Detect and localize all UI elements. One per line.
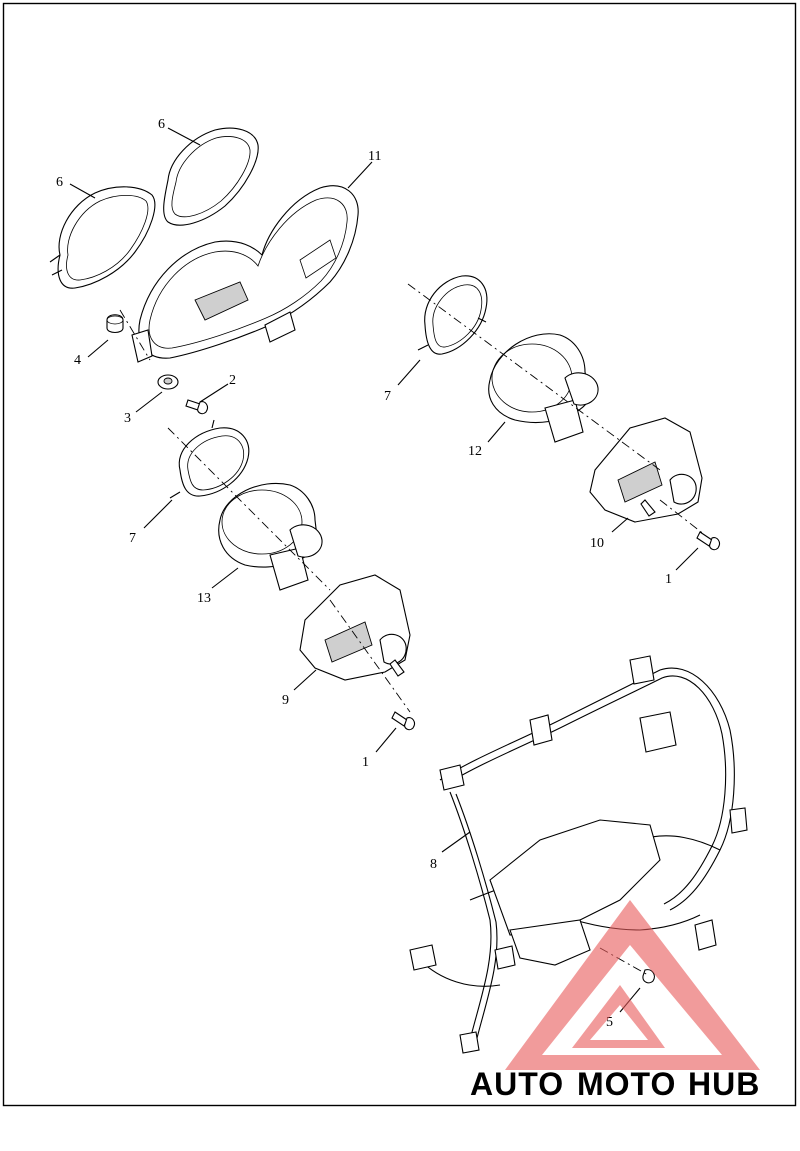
part-6-lens-right (163, 127, 259, 226)
watermark-text-moto: MOTO (577, 1066, 676, 1102)
alignment-lines (119, 283, 706, 976)
part-2-screw (185, 399, 208, 415)
callout-13: 13 (197, 591, 211, 606)
callout-5: 5 (606, 1015, 613, 1030)
callout-10: 10 (590, 536, 604, 551)
callout-8: 8 (430, 857, 437, 872)
watermark-text-hub: HUB (688, 1066, 760, 1102)
part-1-screw-left (391, 711, 415, 731)
callout-12: 12 (468, 444, 482, 459)
part-13-gauge (218, 483, 323, 591)
watermark-triangle-inner (572, 985, 665, 1048)
callout-9: 9 (282, 693, 289, 708)
watermark-text-auto: AUTO (470, 1066, 564, 1102)
callout-2: 2 (229, 373, 236, 388)
part-7-gasket-right (417, 275, 488, 355)
callout-3: 3 (124, 411, 131, 426)
part-10-housing (589, 417, 703, 523)
leader-lines (69, 127, 699, 1013)
diagram-border (2, 2, 797, 1107)
callout-labels: 6 6 11 4 2 3 7 13 9 1 7 12 10 1 8 5 (56, 117, 672, 1030)
part-1-screw-right (696, 531, 720, 551)
part-3-washer (157, 374, 179, 390)
part-4-grommet (106, 314, 124, 334)
part-9-housing (299, 574, 411, 681)
callout-1-right: 1 (665, 572, 672, 587)
callout-6-left: 6 (56, 175, 63, 190)
callout-7-left: 7 (129, 531, 136, 546)
callout-1-left: 1 (362, 755, 369, 770)
callout-6-top: 6 (158, 117, 165, 132)
part-12-gauge (488, 333, 599, 443)
callout-11: 11 (368, 149, 381, 164)
watermark-triangle (505, 900, 760, 1070)
callout-4: 4 (74, 353, 81, 368)
watermark-text: AUTO MOTO HUB (470, 1066, 760, 1102)
callout-7-right: 7 (384, 389, 391, 404)
part-7-gasket-left (169, 419, 250, 499)
watermark-logo (505, 900, 760, 1070)
part-8-wiring-harness (409, 655, 748, 1054)
part-6-lens-left (49, 186, 156, 289)
